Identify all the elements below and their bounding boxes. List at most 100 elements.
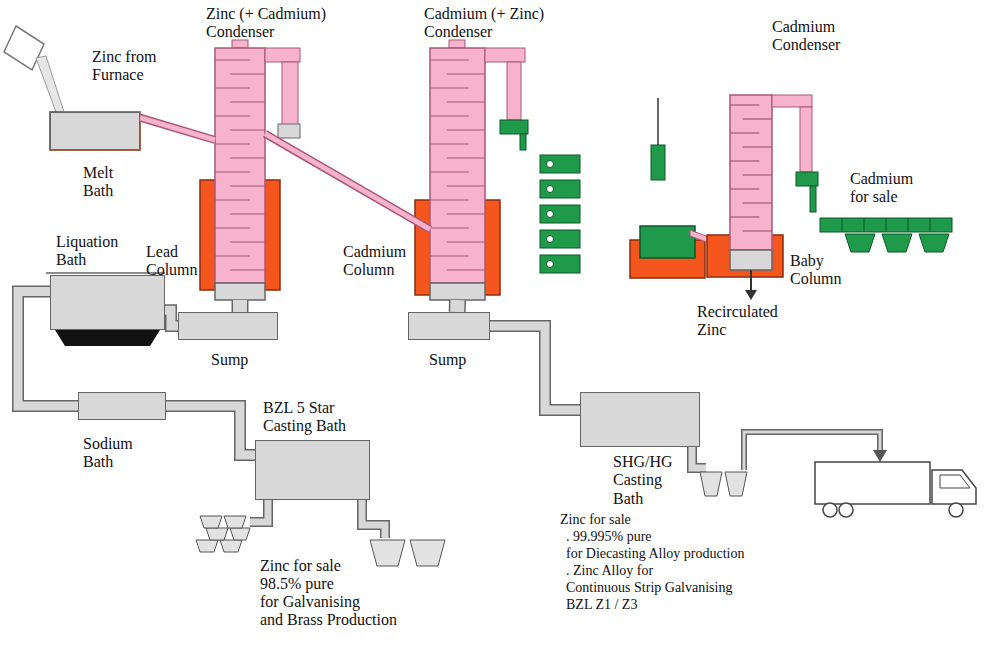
tray <box>447 213 486 214</box>
sump: Sump <box>408 312 490 340</box>
pipe <box>457 300 458 312</box>
pipe-outline <box>232 300 249 312</box>
sump: Sump <box>178 312 278 340</box>
mould-holes <box>547 161 554 268</box>
melt-bath <box>50 112 140 150</box>
column-trays <box>215 60 772 270</box>
overflow-box <box>278 124 300 138</box>
hoist-line <box>657 98 659 145</box>
condenser-arm <box>485 48 525 62</box>
tray <box>215 115 250 116</box>
tray <box>430 227 469 228</box>
node-label: Liquation Bath <box>56 233 136 270</box>
tray <box>743 202 772 203</box>
tray <box>215 143 250 144</box>
tray <box>447 101 486 102</box>
mould-conveyor <box>820 218 952 232</box>
pipe-outline <box>265 134 430 230</box>
column-base <box>430 283 485 300</box>
product-note: for Galvanising <box>260 593 360 611</box>
cadmium-column: Cadmium (+ Zinc) CondenserCadmium Column <box>430 48 485 300</box>
node-label: Melt Bath <box>83 164 131 201</box>
tray <box>430 171 469 172</box>
casting-bath: SHG/HG Casting Bath <box>580 392 700 447</box>
node-label: Cadmium Column <box>343 243 415 280</box>
tray <box>447 269 486 270</box>
pour-stream <box>36 56 64 112</box>
tray <box>215 227 250 228</box>
truck-cab <box>932 470 976 504</box>
pipe <box>265 134 430 230</box>
arrowhead <box>873 450 887 462</box>
tray <box>215 199 250 200</box>
cadmium-pot <box>640 226 695 258</box>
cadmium-spout <box>796 172 818 186</box>
pipe-fill <box>233 300 247 312</box>
casting-bath: BZL 5 Star Casting Bath <box>255 440 370 500</box>
pipe <box>250 500 268 522</box>
product-note: 98.5% pure <box>260 575 334 593</box>
zinc-moulds <box>700 472 747 496</box>
cadmium-spout <box>520 134 526 150</box>
node-label: Baby Column <box>790 252 850 289</box>
ingot-stack <box>196 516 250 552</box>
product-note: and Brass Production <box>260 611 397 629</box>
note: Recirculated Zinc <box>697 303 792 340</box>
tray <box>230 157 265 158</box>
condenser-arm <box>282 62 298 126</box>
tray <box>215 171 250 172</box>
cadmium-ladle <box>651 145 665 180</box>
product-note: . 99.995% pure <box>566 529 652 545</box>
column <box>730 95 772 250</box>
tray <box>743 230 772 231</box>
tray <box>230 185 265 186</box>
node-heading: Cadmium (+ Zinc) Condenser <box>424 5 564 42</box>
tray <box>743 118 772 119</box>
node-label: Sodium Bath <box>83 435 143 472</box>
tray <box>743 174 772 175</box>
node-label: SHG/HG Casting Bath <box>613 453 683 508</box>
tray <box>215 255 250 256</box>
truck-body <box>815 462 930 504</box>
tray <box>447 241 486 242</box>
product-note: . Zinc Alloy for <box>566 563 653 579</box>
tray <box>743 146 772 147</box>
pipe-fill <box>450 300 464 312</box>
pipe <box>240 300 241 312</box>
condenser-arm <box>507 62 521 120</box>
pipe-outline <box>140 118 215 140</box>
column <box>430 48 485 283</box>
pipe-outline <box>250 500 268 522</box>
tray <box>447 185 486 186</box>
pipe-fill <box>490 326 580 410</box>
tray <box>215 59 250 60</box>
tray <box>447 73 486 74</box>
tray <box>430 87 469 88</box>
condenser-arm <box>800 107 812 172</box>
conveyor-dividers <box>842 218 930 232</box>
recirculation-arrow <box>750 270 752 292</box>
lead-column: Zinc (+ Cadmium) CondenserLead Column <box>215 48 265 300</box>
note: Cadmium for sale <box>850 170 920 207</box>
melt-bath: Melt Bath <box>50 112 140 150</box>
pipe-fill <box>166 406 255 455</box>
column-base <box>215 283 265 300</box>
column-cap <box>232 40 248 48</box>
pipe-fill <box>140 118 215 140</box>
tray <box>230 269 265 270</box>
pipe-outline <box>362 500 385 538</box>
tray <box>430 115 469 116</box>
dross <box>55 330 160 346</box>
condenser-arm <box>772 95 812 107</box>
node-label: BZL 5 Star Casting Bath <box>263 399 363 436</box>
pipe <box>692 447 706 468</box>
tray <box>447 157 486 158</box>
tray <box>730 104 759 105</box>
pipe <box>140 118 215 140</box>
pipe-outline <box>166 406 255 455</box>
baby-column: Cadmium CondenserBaby Column <box>730 95 772 270</box>
tray <box>215 87 250 88</box>
tray <box>730 216 759 217</box>
liquation-bath: Liquation Bath <box>50 275 165 330</box>
node-heading: Cadmium Condenser <box>772 18 852 55</box>
